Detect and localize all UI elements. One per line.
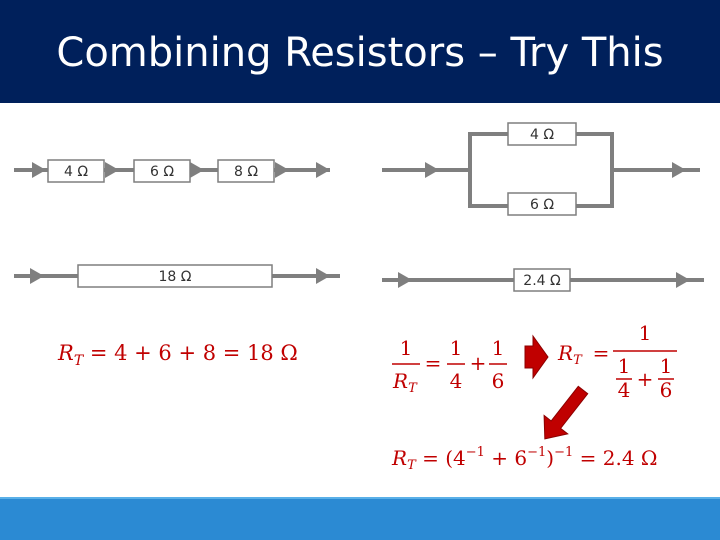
- series-wire-arrow-mid3: [275, 162, 289, 178]
- pef-value: = 2.4 Ω: [573, 446, 657, 470]
- pef-t: T: [407, 458, 417, 473]
- series-formula: RT = 4 + 6 + 8 = 18 Ω: [57, 341, 298, 369]
- parallel-resistor-4-label: 4 Ω: [530, 127, 554, 143]
- series-formula-rhs: = 4 + 6 + 8 = 18 Ω: [83, 341, 298, 365]
- parallel-resistor-6: [507, 192, 577, 216]
- pf-den-rt: RT: [392, 369, 418, 396]
- parallel-wire-arrow-out: [672, 162, 686, 178]
- pf-num-2: 1: [450, 336, 463, 360]
- series-wire-arrow-mid1: [105, 162, 119, 178]
- pef-r: R: [391, 446, 407, 470]
- parallel-equivalent-resistor: [513, 268, 571, 292]
- ptf-sub-den-6: 6: [660, 378, 673, 402]
- red-arrow-diagonal-icon: [543, 385, 589, 440]
- slide-title: Combining Resistors – Try This: [56, 30, 664, 76]
- svg-text:RT = 4 + 6 + 8 = 18 Ω: RT = 4 + 6 + 8 = 18 Ω: [57, 341, 298, 369]
- series-wire-arrow-in: [32, 162, 46, 178]
- series-eq-arrow-out: [316, 268, 330, 284]
- series-resistor-4: [47, 159, 105, 183]
- pef-open: = (4: [416, 446, 466, 470]
- series-resistor-8: [217, 159, 275, 183]
- parallel-wire-arrow-in: [425, 162, 439, 178]
- pef-plus6: + 6: [485, 446, 527, 470]
- series-circuit: 4 Ω 6 Ω 8 Ω: [14, 159, 330, 183]
- parallel-resistor-4: [507, 122, 577, 146]
- series-equivalent-resistor: [77, 264, 273, 288]
- parallel-eq-arrow-in: [398, 272, 412, 288]
- footer-highlight-line: [0, 497, 720, 499]
- pf-den-6: 6: [492, 369, 505, 393]
- parallel-total-formula: RT = 1 1 4 + 1 6: [557, 321, 677, 402]
- parallel-reciprocal-formula: 1 RT = 1 4 + 1 6: [392, 336, 507, 396]
- circuit-diagram: 4 Ω 6 Ω 8 Ω 18 Ω 4 Ω 6 Ω 2.4 Ω RT =: [14, 122, 704, 473]
- series-eq-arrow-in: [30, 268, 44, 284]
- pef-exp-3: −1: [554, 445, 573, 460]
- series-equivalent-label: 18 Ω: [159, 269, 192, 285]
- svg-text:RT = (4−1 + 6−1)−1 = 2.4 Ω: RT = (4−1 + 6−1)−1 = 2.4 Ω: [391, 445, 657, 473]
- pf-den-4: 4: [450, 369, 463, 393]
- ptf-sub-den-4: 4: [618, 378, 631, 402]
- ptf-sub-num-1: 1: [618, 354, 631, 378]
- parallel-eq-arrow-out: [676, 272, 690, 288]
- series-equivalent-circuit: 18 Ω: [14, 264, 340, 288]
- series-resistor-6-label: 6 Ω: [150, 164, 174, 180]
- ptf-equals: =: [593, 341, 610, 365]
- parallel-equivalent-circuit: 2.4 Ω: [382, 268, 704, 292]
- parallel-exponent-formula: RT = (4−1 + 6−1)−1 = 2.4 Ω: [391, 445, 657, 473]
- ptf-plus: +: [637, 367, 654, 391]
- pef-exp-1: −1: [466, 445, 485, 460]
- pf-equals: =: [425, 351, 442, 375]
- parallel-equivalent-label: 2.4 Ω: [523, 273, 561, 289]
- pf-num-3: 1: [492, 336, 505, 360]
- pef-close: ): [546, 446, 554, 470]
- series-resistor-6: [133, 159, 191, 183]
- parallel-resistor-6-label: 6 Ω: [530, 197, 554, 213]
- ptf-lhs: RT: [557, 341, 583, 368]
- footer-bar: [0, 497, 720, 540]
- series-wire-arrow-mid2: [190, 162, 204, 178]
- pf-plus: +: [470, 351, 487, 375]
- red-arrow-right-icon: [524, 334, 549, 380]
- pf-num-1: 1: [400, 336, 413, 360]
- series-wire-arrow-out: [316, 162, 330, 178]
- pef-exp-2: −1: [527, 445, 546, 460]
- ptf-sub-num-2: 1: [660, 354, 673, 378]
- series-resistor-8-label: 8 Ω: [234, 164, 258, 180]
- series-resistor-4-label: 4 Ω: [64, 164, 88, 180]
- parallel-circuit: 4 Ω 6 Ω: [382, 122, 700, 216]
- series-formula-r: R: [57, 341, 74, 365]
- series-formula-t: T: [74, 353, 85, 369]
- title-bar: [0, 0, 720, 103]
- ptf-num-1: 1: [639, 321, 652, 345]
